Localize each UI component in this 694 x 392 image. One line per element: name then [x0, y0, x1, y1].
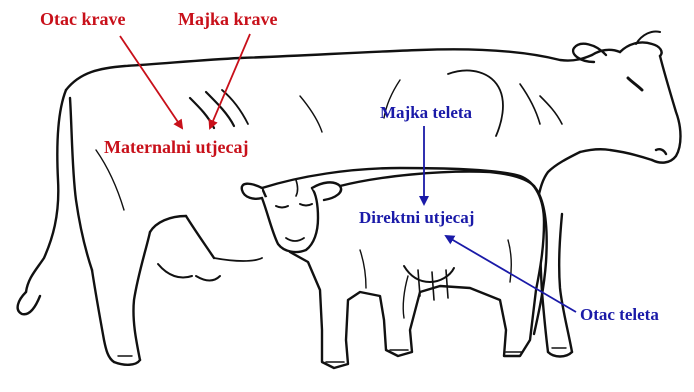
- label-direktni-utjecaj: Direktni utjecaj: [359, 209, 474, 226]
- label-majka-teleta: Majka teleta: [380, 104, 472, 121]
- label-majka-krave: Majka krave: [178, 10, 277, 28]
- label-otac-krave: Otac krave: [40, 10, 125, 28]
- label-maternalni-utjecaj: Maternalni utjecaj: [104, 138, 248, 156]
- arrow-majka-krave-to-maternalni: [210, 34, 250, 128]
- label-otac-teleta: Otac teleta: [580, 306, 659, 323]
- arrow-otac-krave-to-maternalni: [120, 36, 182, 128]
